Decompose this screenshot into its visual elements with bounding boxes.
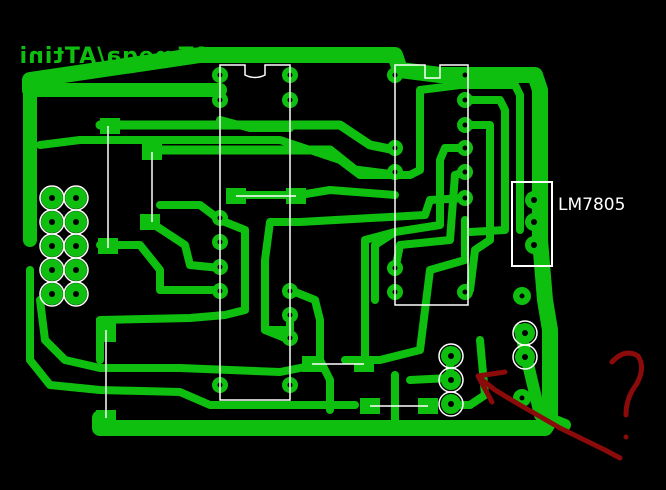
- trace-row5: [461, 121, 494, 294]
- trace-mid2: [96, 241, 224, 294]
- regulator-outline: [511, 181, 553, 267]
- trace-mid5: [36, 296, 319, 376]
- ic-outline-attiny: [219, 64, 291, 401]
- trace-mid7: [286, 286, 334, 414]
- question-mark-icon: [609, 350, 644, 440]
- trace-mid8: [361, 228, 399, 364]
- silkscreen-layer: [39, 64, 553, 418]
- trace-row9: [341, 216, 469, 364]
- trace-row8: [261, 194, 469, 344]
- board-title-mirrored: ATmega/ATtini: [18, 44, 210, 69]
- regulator-label: LM7805: [558, 195, 626, 215]
- smd-pad: [96, 410, 116, 428]
- arrow-shaft: [477, 375, 623, 461]
- trace-row6: [371, 144, 469, 304]
- trace-mid3: [146, 218, 224, 272]
- ic-outline-atmega: [394, 64, 469, 306]
- arrow-head: [475, 369, 508, 405]
- pad-octagons: [39, 185, 538, 417]
- smd-pad: [140, 214, 160, 230]
- trace-mid13: [216, 116, 294, 132]
- trace-mid6: [26, 266, 359, 409]
- trace-mid1: [226, 186, 399, 199]
- trace-row7: [391, 168, 469, 274]
- trace-row3: [36, 81, 524, 234]
- smd-pad: [100, 118, 120, 134]
- trace-mid4: [96, 201, 249, 324]
- drill-holes: [49, 72, 537, 407]
- annotation-arrow: [475, 369, 623, 461]
